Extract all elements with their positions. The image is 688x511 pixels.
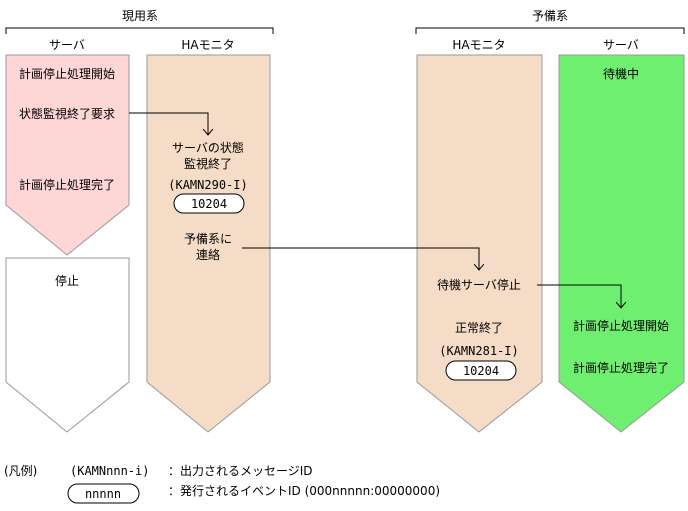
active-ha-notify-line2: 連絡 (196, 247, 220, 262)
column-header-standby-server: サーバ (603, 38, 639, 52)
legend-message-desc: ：出力されるメッセージID (168, 464, 313, 478)
arrow-notify-standby (242, 247, 479, 270)
group-standby-bracket (415, 27, 685, 34)
lane-active-ha (146, 54, 271, 433)
column-header-active-server: サーバ (49, 38, 85, 52)
standby-ha-step2: 正常終了 (455, 320, 503, 335)
active-server-step3: 計画停止処理完了 (19, 177, 115, 192)
lane-standby-server (558, 54, 685, 433)
standby-ha-step1: 待機サーバ停止 (437, 277, 521, 292)
standby-ha-message-id: (KAMN281-I) (439, 344, 518, 358)
active-ha-event-badge (173, 193, 245, 214)
legend-event-sample: nnnnn (85, 487, 121, 501)
lane-standby-ha (416, 54, 543, 433)
standby-ha-event-id: 10204 (463, 364, 499, 378)
group-active-bracket (5, 27, 274, 34)
active-server-step2: 状態監視終了要求 (19, 106, 115, 121)
active-server-stopped-label: 停止 (55, 273, 79, 288)
active-ha-message-line1: サーバの状態 (172, 140, 244, 155)
group-standby-label: 予備系 (532, 8, 568, 23)
group-active-label: 現用系 (122, 9, 158, 23)
group-active: 現用系 (5, 9, 274, 34)
legend-title: (凡例) (4, 464, 37, 478)
standby-ha-event-badge (445, 360, 517, 381)
legend-event-desc: ：発行されるイベントID (000nnnnn:00000000) (168, 484, 440, 498)
lane-active-server-stopped (5, 257, 130, 433)
active-ha-message-line2: 監視終了 (184, 156, 232, 171)
standby-server-state: 待機中 (603, 66, 639, 81)
arrow-stop-standby-server (537, 284, 621, 308)
active-server-step1: 計画停止処理開始 (19, 66, 115, 81)
standby-server-step2: 計画停止処理完了 (573, 360, 669, 375)
legend-event-badge (67, 483, 140, 504)
column-header-standby-ha: HAモニタ (452, 38, 505, 52)
active-ha-event-id: 10204 (191, 197, 227, 211)
active-ha-message-id: (KAMN290-I) (168, 178, 247, 192)
column-header-active-ha: HAモニタ (181, 38, 234, 52)
active-ha-notify-line1: 予備系に (184, 231, 232, 246)
group-standby: 予備系 (415, 8, 685, 34)
arrow-stop-monitoring-request (129, 112, 208, 135)
lane-active-server (5, 54, 130, 256)
standby-server-step1: 計画停止処理開始 (573, 318, 669, 333)
legend: (凡例) (KAMNnnn-i) ：出力されるメッセージID nnnnn ：発行… (4, 464, 440, 504)
legend-message-sample: (KAMNnnn-i) (70, 464, 149, 478)
